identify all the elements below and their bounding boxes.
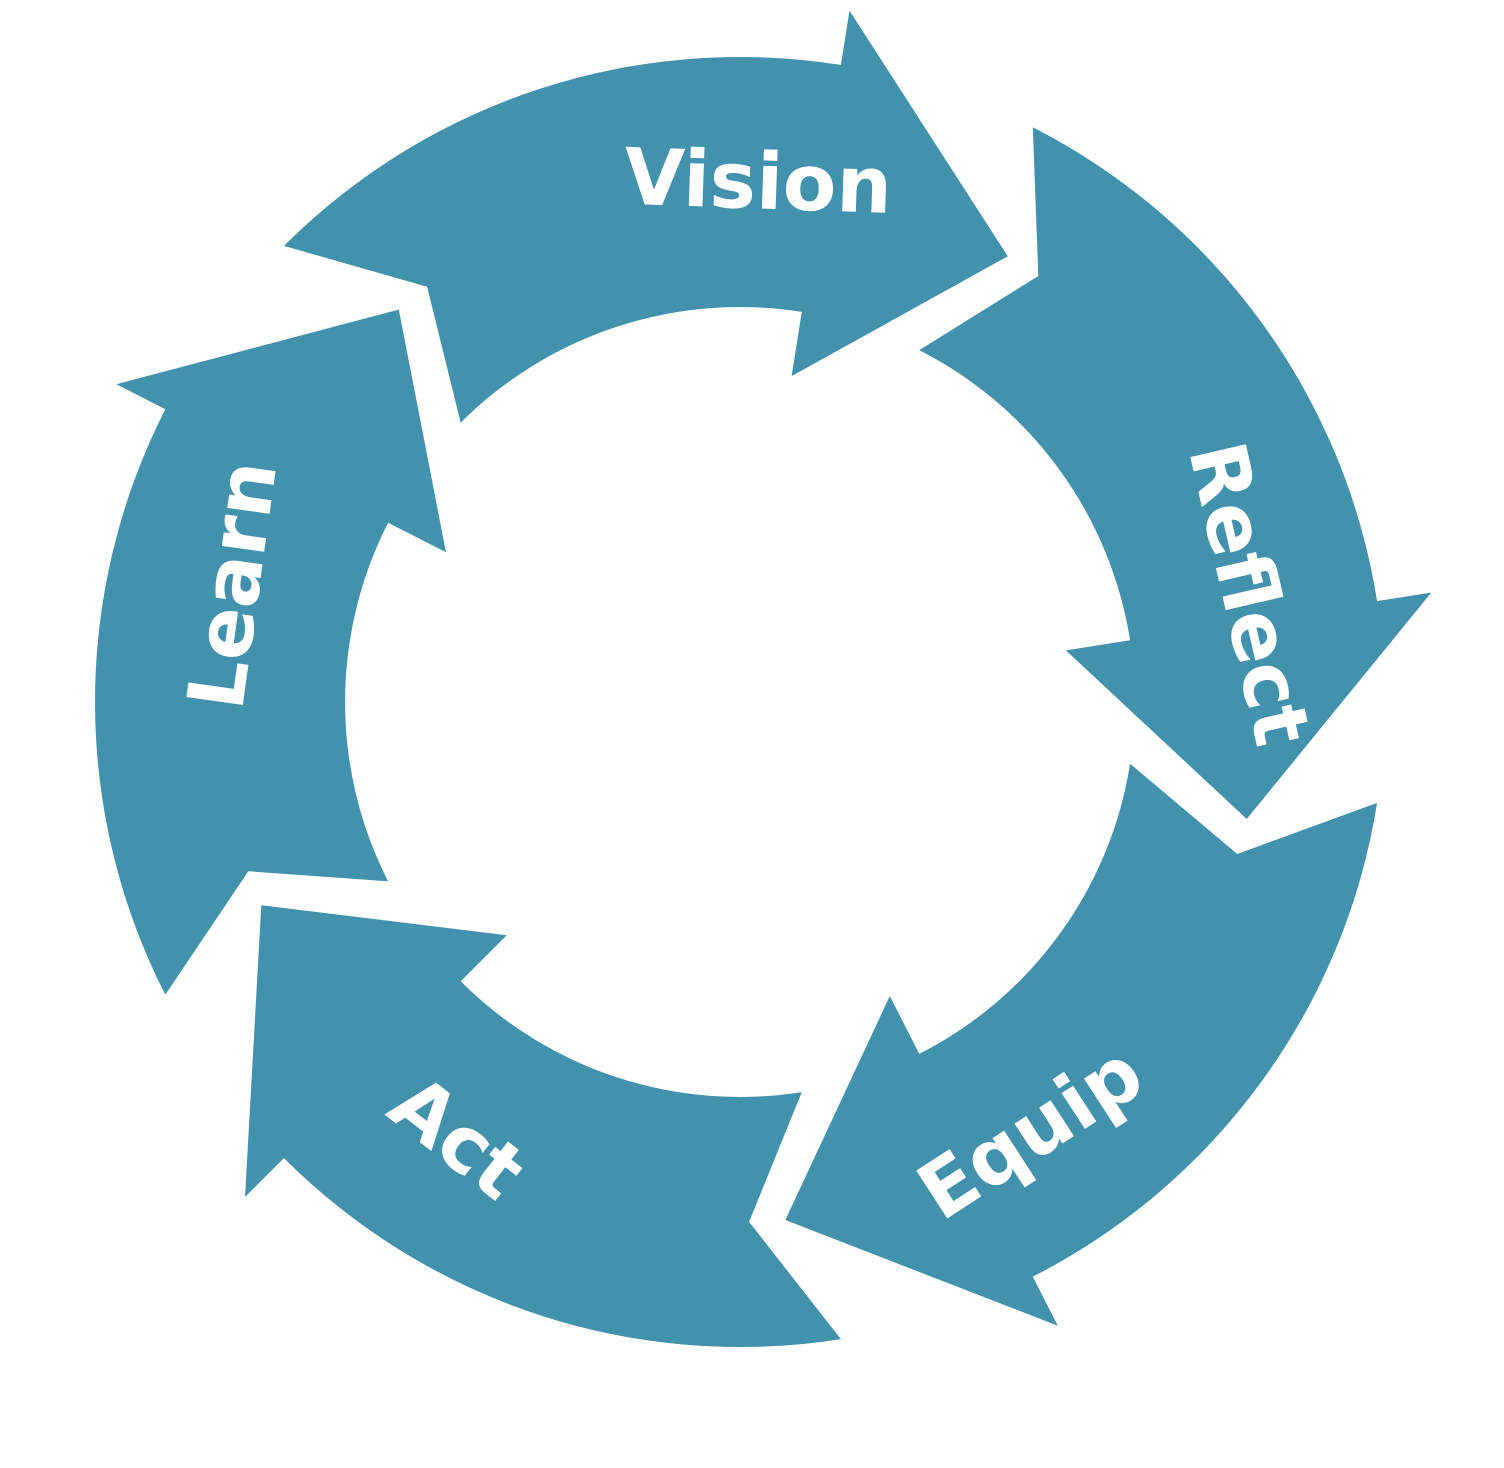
arrow-act (245, 905, 841, 1348)
arrow-equip (785, 763, 1378, 1326)
arrow-vision (283, 10, 1008, 423)
arrow-learn (95, 309, 446, 995)
arrow-reflect (919, 127, 1432, 820)
cycle-arrows (95, 10, 1432, 1348)
label-vision: Vision (623, 133, 894, 232)
